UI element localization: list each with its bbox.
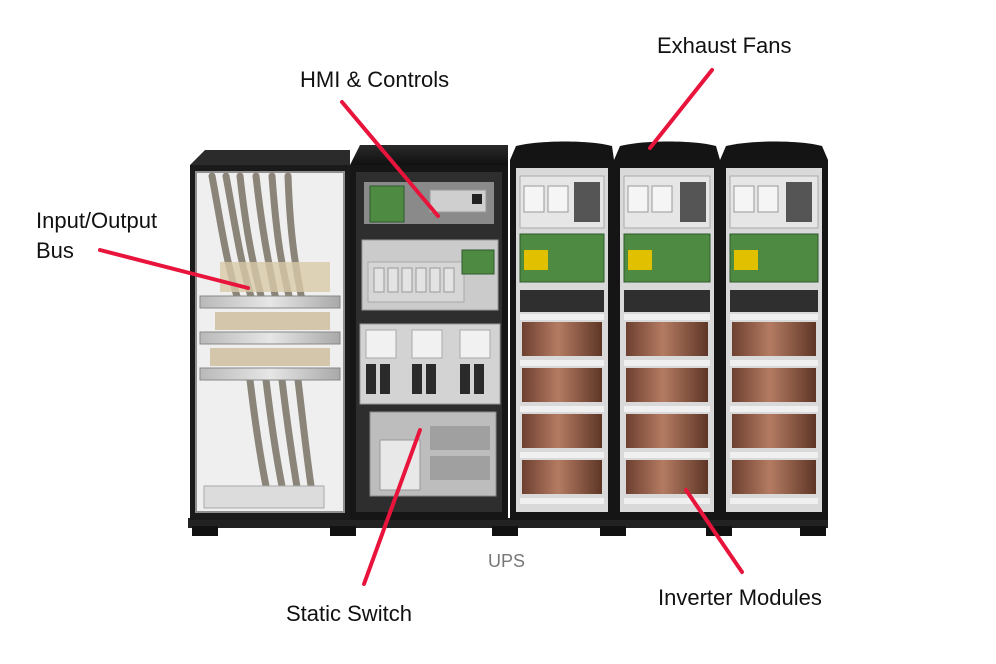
label-static-switch: Static Switch xyxy=(286,601,412,626)
static-switch-cabinet xyxy=(350,145,508,520)
io-bus-cabinet xyxy=(190,150,350,520)
inverter-cabinet-1 xyxy=(510,141,614,520)
leader-io-bus xyxy=(98,248,250,290)
leader-hmi xyxy=(340,100,440,218)
cabinet-base xyxy=(188,518,828,536)
inverter-cabinet-3 xyxy=(720,141,828,520)
inverter-cabinet-2 xyxy=(614,141,720,520)
leader-inverter-modules xyxy=(684,488,744,574)
caption-ups: UPS xyxy=(488,551,526,571)
label-inverter-modules: Inverter Modules xyxy=(658,585,822,610)
label-input-output-bus: Input/Output Bus xyxy=(36,208,158,263)
leader-static-switch xyxy=(362,428,422,586)
leader-exhaust-fans xyxy=(648,68,714,150)
label-hmi-controls: HMI & Controls xyxy=(300,67,450,92)
label-exhaust-fans: Exhaust Fans xyxy=(657,33,792,58)
